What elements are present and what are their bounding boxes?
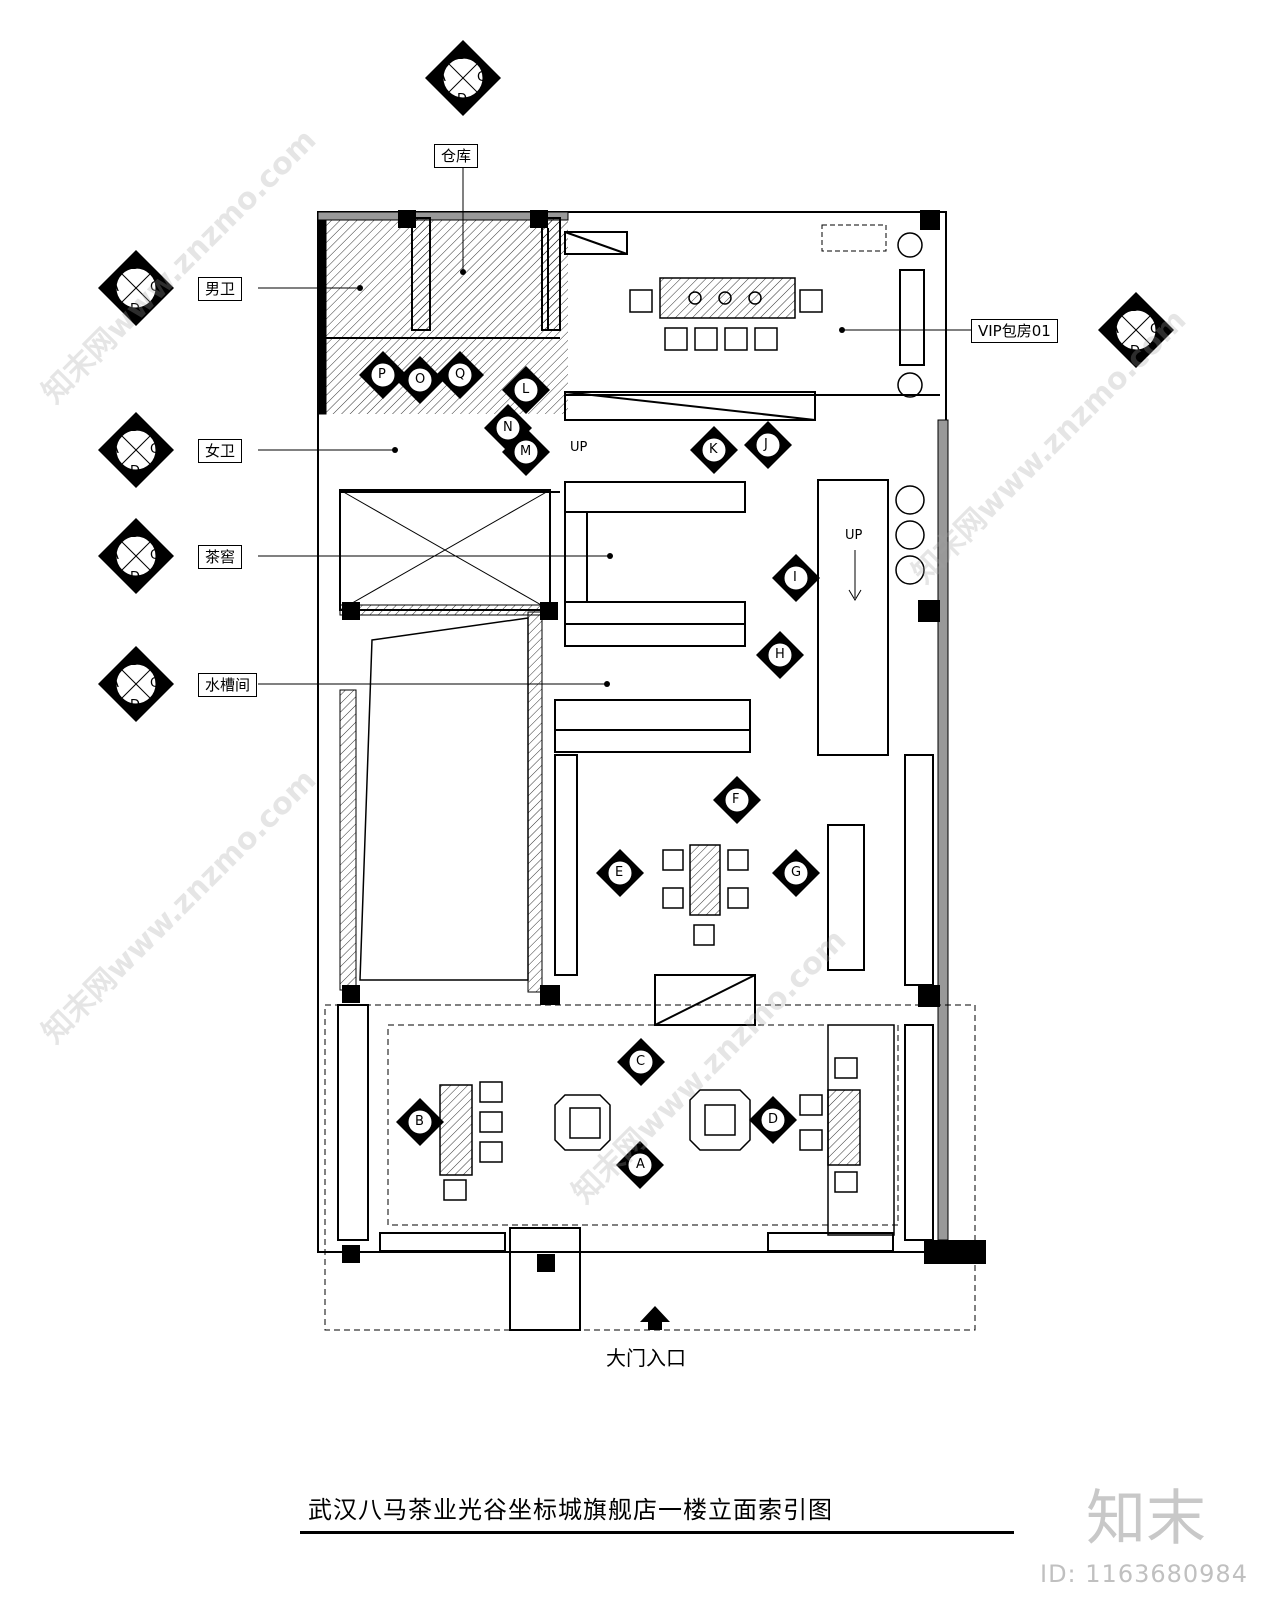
elevation-marker-m: M [520, 444, 532, 459]
elevation-marker-f: F [732, 792, 740, 807]
elevation-marker-e: E [615, 865, 624, 880]
stair-up-label-1: UP [570, 440, 588, 455]
drawing-title: 武汉八马茶业光谷坐标城旗舰店一楼立面索引图 [308, 1496, 833, 1524]
room-label-storage: 仓库 [434, 144, 479, 168]
elevation-marker-i: I [793, 570, 797, 585]
furniture [439, 232, 925, 1201]
entrance-arrow [640, 1306, 670, 1322]
elevation-marker-a: A [636, 1157, 645, 1172]
elevation-marker-b: B [415, 1114, 424, 1129]
elevation-marker-g: G [791, 865, 802, 880]
elevation-markers [358, 350, 821, 1190]
room-label-mens-toilet: 男卫 [198, 277, 243, 301]
elevation-marker-l: L [522, 382, 530, 397]
elevation-marker-j: J [764, 437, 768, 452]
entrance-label: 大门入口 [606, 1346, 686, 1370]
index-symbols [97, 39, 1175, 723]
elevation-marker-o: O [415, 372, 426, 387]
room-label-womens-toilet: 女卫 [198, 439, 243, 463]
elevation-marker-p: P [378, 367, 386, 382]
title-underline [300, 1531, 1014, 1534]
watermark-id: ID: 1163680984 [1040, 1560, 1248, 1588]
elevation-marker-h: H [775, 647, 785, 662]
room-label-tea-cellar: 茶窖 [198, 545, 243, 569]
room-label-vip-room: VIP包房01 [971, 319, 1058, 343]
elevation-marker-n: N [503, 420, 513, 435]
watermark-logo: 知末 [1086, 1484, 1206, 1554]
elevation-marker-c: C [636, 1054, 646, 1069]
elevation-marker-k: K [709, 442, 718, 457]
elevation-marker-q: Q [455, 367, 466, 382]
stair-up-label-2: UP [845, 528, 863, 543]
leader-dots [357, 269, 845, 687]
elevation-marker-d: D [768, 1112, 779, 1127]
leader-lines [258, 166, 971, 685]
room-label-sink-room: 水槽间 [198, 673, 258, 697]
